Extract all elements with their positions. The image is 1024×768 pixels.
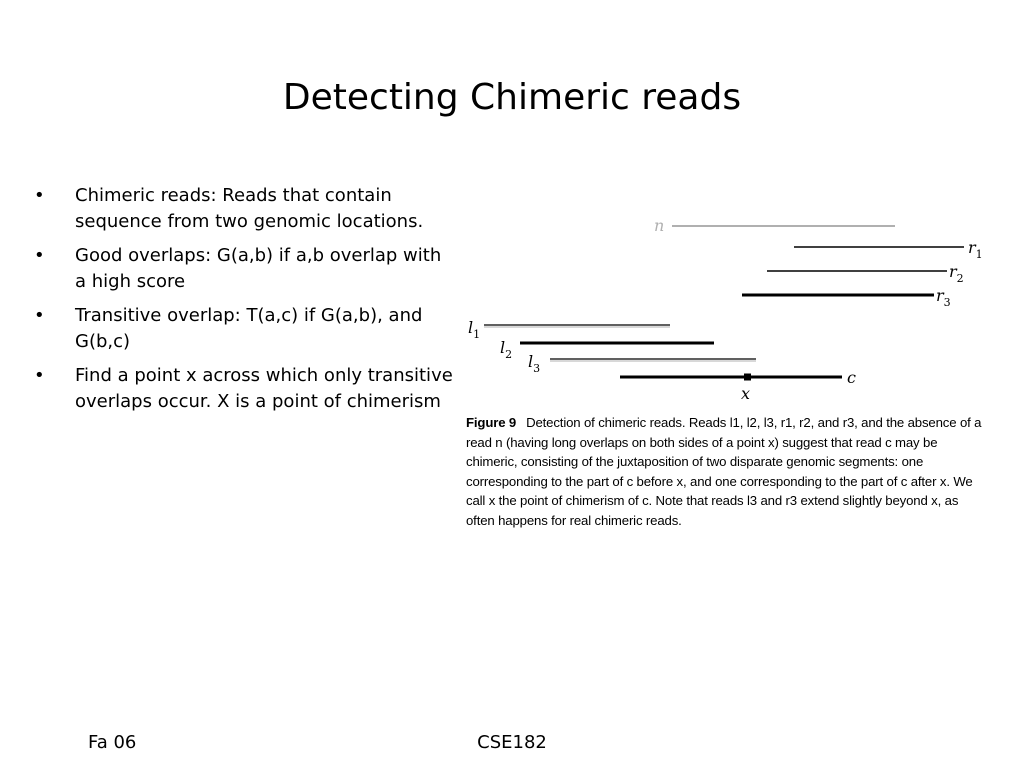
reads-diagram: n r1 r2 r3 l1 l2 l3 c x bbox=[468, 216, 983, 403]
read-l1-label: l1 bbox=[468, 318, 480, 341]
bullet-dot: • bbox=[34, 245, 45, 266]
bullet-text: Good overlaps: G(a,b) if a,b overlap wit… bbox=[75, 245, 442, 292]
bullet-dot: • bbox=[34, 185, 45, 206]
bullet-list: • Chimeric reads: Reads that contain sequ… bbox=[34, 183, 454, 423]
bullet-dot: • bbox=[34, 305, 45, 326]
bullet-text: Find a point x across which only transit… bbox=[75, 365, 453, 412]
bullet-item: • Good overlaps: G(a,b) if a,b overlap wi… bbox=[34, 243, 454, 295]
read-c-label: c bbox=[847, 368, 856, 387]
bullet-item: • Find a point x across which only transi… bbox=[34, 363, 454, 415]
figure-label: Figure 9 bbox=[466, 415, 517, 430]
bullet-text: Chimeric reads: Reads that contain seque… bbox=[75, 185, 424, 232]
footer-center: CSE182 bbox=[477, 732, 547, 753]
point-x-marker bbox=[744, 373, 751, 381]
bullet-dot: • bbox=[34, 365, 45, 386]
slide-title: Detecting Chimeric reads bbox=[282, 77, 742, 118]
bullet-item: • Chimeric reads: Reads that contain sequ… bbox=[34, 183, 454, 235]
bullet-text: Transitive overlap: T(a,c) if G(a,b), an… bbox=[75, 305, 423, 352]
read-r3-label: r3 bbox=[936, 286, 951, 309]
footer-left: Fa 06 bbox=[88, 732, 137, 753]
bullet-item: • Transitive overlap: T(a,c) if G(a,b), a… bbox=[34, 303, 454, 355]
read-l2-label: l2 bbox=[500, 338, 512, 361]
read-l3-label: l3 bbox=[528, 352, 540, 375]
figure-caption-text: Detection of chimeric reads. Reads l1, l… bbox=[466, 415, 982, 528]
read-n-label: n bbox=[654, 216, 664, 235]
read-r1-label: r1 bbox=[968, 238, 983, 261]
point-x-label: x bbox=[741, 384, 750, 403]
read-r2-label: r2 bbox=[949, 262, 964, 285]
